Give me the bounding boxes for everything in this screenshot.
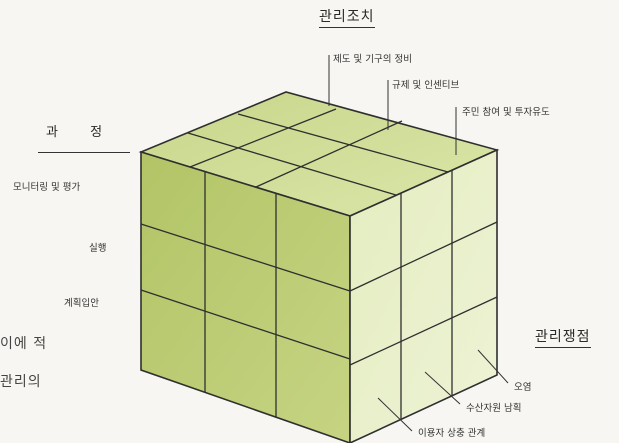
- issue-item-2: 수산자원 남획: [466, 404, 521, 414]
- management-issues-title: 관리쟁점: [535, 330, 591, 344]
- background-text-line-2: 관리의: [0, 375, 42, 389]
- issue-item-1: 오염: [514, 383, 531, 393]
- process-item-3: 계획입안: [64, 299, 99, 309]
- process-item-1: 모니터링 및 평가: [13, 183, 80, 193]
- process-title-underline: [38, 152, 130, 153]
- management-measures-title: 관리조치: [319, 10, 375, 24]
- issue-item-3: 이용자 상충 관계: [418, 429, 485, 439]
- measure-item-2: 규제 및 인센티브: [392, 81, 459, 91]
- measure-item-3: 주민 참여 및 투자유도: [462, 108, 550, 118]
- measure-item-1: 제도 및 기구의 정비: [333, 55, 412, 65]
- process-title: 과 정: [46, 126, 116, 139]
- process-item-2: 실행: [89, 244, 106, 254]
- background-text-line-1: 이에 적: [0, 337, 47, 351]
